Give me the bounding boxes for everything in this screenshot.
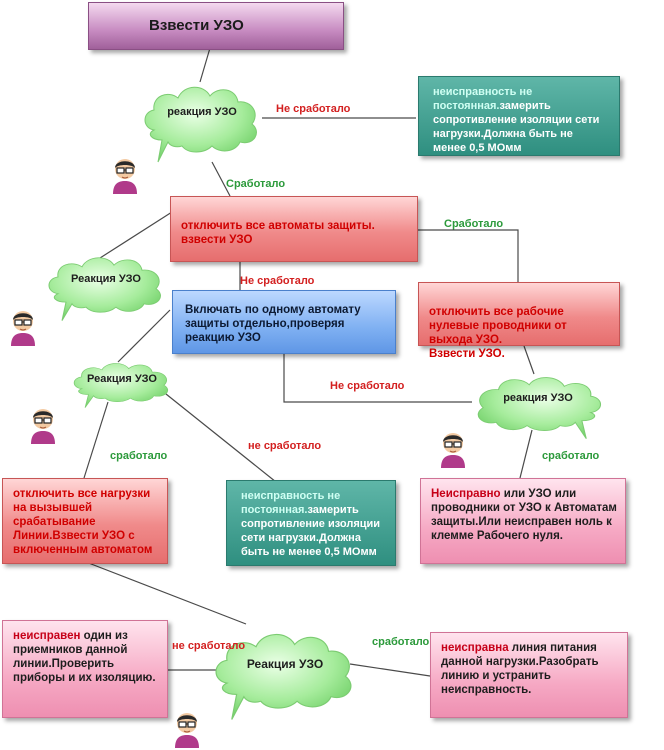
cloud-rcd-reaction-4: реакция УЗО xyxy=(470,370,606,442)
cloud-rcd-reaction-5: Реакция УЗО xyxy=(210,624,360,724)
pink-box-3-text: линия питания данной нагрузки.Разобрать … xyxy=(441,642,599,696)
blue-box-enable-one-by-one: Включать по одному автомату защиты отдел… xyxy=(172,290,396,354)
connector-red3-cloud5 xyxy=(85,561,247,625)
person-icon xyxy=(112,158,138,194)
edge-label-worked-2: Сработало xyxy=(444,218,504,230)
title-text: Взвести УЗО xyxy=(149,17,244,34)
connector-red1-cloud2 xyxy=(99,211,173,259)
teal-box-intermittent-fault-2: неисправность не постоянная.замерить соп… xyxy=(226,480,396,566)
edge-label-not-worked-4: не сработало xyxy=(248,440,322,452)
title-box: Взвести УЗО xyxy=(88,2,344,50)
connector-red1-red2 xyxy=(416,229,519,282)
edge-label-not-worked-2: Не сработало xyxy=(240,275,315,287)
cloud-1-label: реакция УЗО xyxy=(167,106,237,118)
pink-box-3-highlight: неисправна xyxy=(441,642,509,654)
red-box-disconnect-neutrals: отключить все рабочие нулевые проводники… xyxy=(418,282,620,360)
blue-box-text: Включать по одному автомату защиты отдел… xyxy=(185,304,361,344)
connector-cloud1-red1 xyxy=(211,161,231,197)
connector-red2-cloud4 xyxy=(523,345,535,375)
pink-box-faulty-receiver: неисправен один из приемников данной лин… xyxy=(2,620,168,718)
red-box-disable-breakers: отключить все автоматы защиты. взвести У… xyxy=(170,196,418,262)
edge-label-not-worked-5: не сработало xyxy=(172,640,246,652)
edge-label-worked-4: сработало xyxy=(542,450,600,462)
teal-box-2-text: замерить сопротивление изоляции сети наг… xyxy=(241,504,381,558)
connector-blue1-cloud3 xyxy=(117,309,171,363)
pink-box-rcd-faulty: Неисправно или УЗО или проводники от УЗО… xyxy=(420,478,626,564)
connector-cloud3-teal2 xyxy=(155,385,277,483)
edge-label-worked-5: сработало xyxy=(372,636,430,648)
cloud-3-label: Реакция УЗО xyxy=(87,373,157,385)
cloud-2-label: Реакция УЗО xyxy=(71,273,141,285)
red-box-3-text: отключить все нагрузки на вызывшей сраба… xyxy=(13,488,153,556)
red-box-2-text: отключить все рабочие нулевые проводники… xyxy=(429,306,567,360)
connector-title-cloud1 xyxy=(199,47,211,83)
teal-box-1-highlight: неисправность не постоянная. xyxy=(433,86,533,112)
cloud-rcd-reaction-1: реакция УЗО xyxy=(140,78,264,166)
person-icon xyxy=(30,408,56,444)
pink-box-1-highlight: Неисправно xyxy=(431,488,501,500)
connector-cloud5-pink3 xyxy=(349,663,431,677)
edge-label-not-worked-3: Не сработало xyxy=(330,380,405,392)
pink-box-2-highlight: неисправен xyxy=(13,630,81,642)
edge-label-not-worked-1: Не сработало xyxy=(276,103,351,115)
red-box-1-text: отключить все автоматы защиты. взвести У… xyxy=(181,220,375,246)
cloud-4-label: реакция УЗО xyxy=(503,392,573,404)
pink-box-1-text: или УЗО или проводники от УЗО к Автомата… xyxy=(431,488,617,542)
teal-box-1-text: замерить сопротивление изоляции сети наг… xyxy=(433,100,600,154)
person-icon xyxy=(440,432,466,468)
connector-blue1-cloud4 xyxy=(283,354,472,403)
edge-label-worked-3: сработало xyxy=(110,450,168,462)
red-box-disable-loads: отключить все нагрузки на вызывшей сраба… xyxy=(2,478,168,564)
person-icon xyxy=(174,712,200,748)
edge-label-worked-1: Сработало xyxy=(226,178,286,190)
connector-cloud4-pink1 xyxy=(519,429,533,479)
teal-box-2-highlight: неисправность не постоянная. xyxy=(241,490,341,516)
pink-box-faulty-line: неисправна линия питания данной нагрузки… xyxy=(430,632,628,718)
connector-cloud3-red3 xyxy=(83,401,109,479)
teal-box-intermittent-fault-1: неисправность не постоянная.замерить соп… xyxy=(418,76,620,156)
cloud-5-label: Реакция УЗО xyxy=(246,657,324,671)
cloud-rcd-reaction-2: Реакция УЗО xyxy=(44,250,168,324)
pink-box-2-text: один из приемников данной линии.Проверит… xyxy=(13,630,156,684)
cloud-rcd-reaction-3: Реакция УЗО xyxy=(70,358,174,410)
person-icon xyxy=(10,310,36,346)
